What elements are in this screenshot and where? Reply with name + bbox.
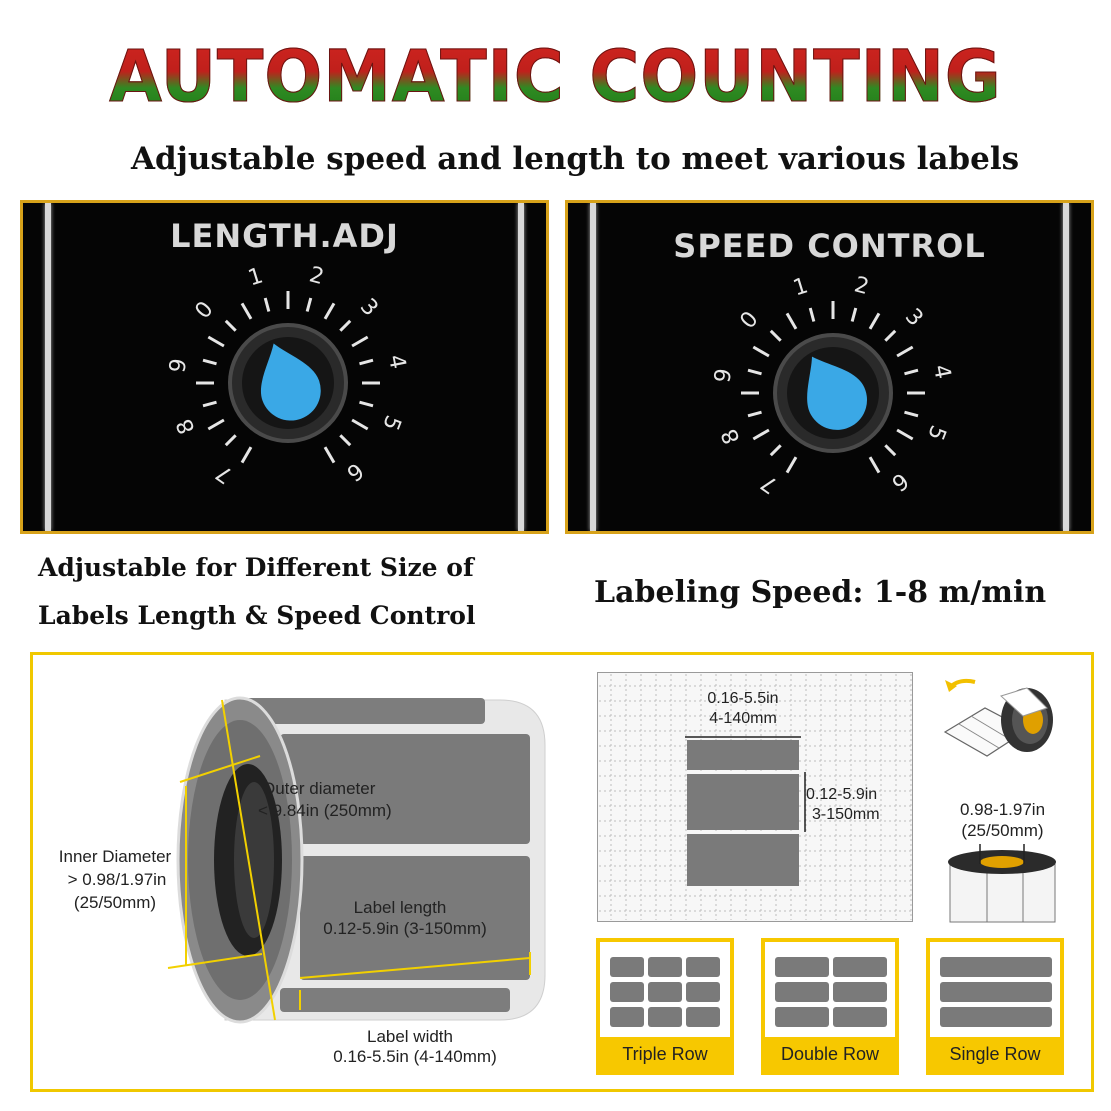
speed-control-title: SPEED CONTROL <box>673 227 986 265</box>
small-roll-illustration <box>943 678 1053 757</box>
dial-number: 8 <box>172 415 200 438</box>
dial-tick <box>323 302 336 320</box>
triple-row-option: Triple Row <box>596 938 734 1075</box>
label-width-value: 0.16-5.5in (4-140mm) <box>333 1047 497 1066</box>
dial-number: 6 <box>341 457 367 485</box>
caption-adjustable-line2: Labels Length & Speed Control <box>38 601 476 630</box>
dial-number: 3 <box>900 304 928 331</box>
dial-tick <box>263 297 271 312</box>
label-length-value: 0.12-5.9in (3-150mm) <box>323 919 487 938</box>
dial-number: 3 <box>355 294 383 321</box>
length-adj-title: LENGTH.ADJ <box>170 217 399 255</box>
dial-tick <box>808 307 816 322</box>
dial-tick <box>850 307 858 322</box>
label-width-label: Label width <box>366 1027 453 1046</box>
dial-number: 1 <box>790 273 811 301</box>
dial-tick <box>747 368 762 376</box>
dial-tick <box>884 329 897 342</box>
dial-number: 7 <box>212 459 238 488</box>
dial-tick <box>202 358 217 366</box>
dial-number: 7 <box>757 469 783 498</box>
dial-number: 0 <box>736 307 764 334</box>
dial-tick <box>339 319 352 332</box>
core-roll-illustration <box>948 844 1056 923</box>
grid-height-in: 0.12-5.9in <box>806 786 878 803</box>
dial-tick <box>240 446 253 464</box>
dial-number: 2 <box>307 262 327 290</box>
grid-width-in: 0.16-5.5in <box>707 690 779 707</box>
dial-tick <box>752 345 770 358</box>
dial-number: 4 <box>928 363 955 382</box>
caption-labeling-speed: Labeling Speed: 1-8 m/min <box>594 575 1047 610</box>
dial-tick <box>904 410 919 418</box>
dial-tick <box>896 428 914 441</box>
knob-pointer <box>807 356 867 430</box>
grid-height-mm: 3-150mm <box>812 806 880 823</box>
dial-number: 5 <box>922 422 950 444</box>
dial-tick <box>769 329 782 342</box>
single-row-option: Single Row <box>926 938 1064 1075</box>
inner-diameter-value2: (25/50mm) <box>73 893 157 912</box>
dial-tick <box>323 446 336 464</box>
speed-control-dial: 78 9 01 2 3 4 5 6 <box>710 272 955 498</box>
dial-number: 4 <box>383 353 410 372</box>
dial-tick <box>884 444 897 457</box>
triple-row-label: Triple Row <box>600 1037 730 1071</box>
dial-number: 6 <box>886 467 912 495</box>
caption-adjustable-line1: Adjustable for Different Size of <box>38 553 474 582</box>
dial-number: 9 <box>165 357 192 375</box>
dial-tick <box>305 297 313 312</box>
dial-number: 1 <box>245 263 266 291</box>
dial-number: 2 <box>852 272 872 300</box>
subheadline: Adjustable speed and length to meet vari… <box>130 141 1020 177</box>
dial-number: 8 <box>717 425 745 448</box>
dial-tick <box>351 418 369 431</box>
core-value-in: 0.98-1.97in <box>959 800 1046 819</box>
dial-tick <box>224 319 237 332</box>
outer-diameter-label: Outer diameter <box>262 779 376 798</box>
double-row-option: Double Row <box>761 938 899 1075</box>
dial-tick <box>207 335 225 348</box>
inner-diameter-label: Inner Diameter <box>58 847 172 866</box>
dial-tick <box>896 345 914 358</box>
dial-tick <box>207 418 225 431</box>
dial-tick <box>747 410 762 418</box>
label-roll-illustration <box>167 696 546 1024</box>
dial-tick <box>752 428 770 441</box>
dial-tick <box>339 434 352 447</box>
label-length-label: Label length <box>353 898 447 917</box>
length-adj-dial: 78 9 01 2 3 4 5 6 <box>165 262 410 488</box>
headline: AUTOMATIC COUNTING <box>0 35 1111 120</box>
dial-tick <box>785 456 798 474</box>
dial-tick <box>868 456 881 474</box>
dial-tick <box>359 358 374 366</box>
dial-number: 0 <box>191 297 219 324</box>
knob-pointer <box>261 343 321 421</box>
dial-tick <box>224 434 237 447</box>
dial-tick <box>769 444 782 457</box>
dial-number: 5 <box>377 412 405 434</box>
grid-width-mm: 4-140mm <box>709 710 777 727</box>
dial-tick <box>240 302 253 320</box>
single-row-label: Single Row <box>930 1037 1060 1071</box>
label-size-grid <box>597 672 913 922</box>
inner-diameter-value1: > 0.98/1.97in <box>67 870 167 889</box>
dial-tick <box>351 335 369 348</box>
double-row-label: Double Row <box>765 1037 895 1071</box>
dial-tick <box>868 312 881 330</box>
dial-tick <box>202 400 217 408</box>
outer-diameter-value: < 9.84in (250mm) <box>258 801 392 820</box>
dial-tick <box>359 400 374 408</box>
dial-tick <box>904 368 919 376</box>
dial-number: 9 <box>710 367 737 385</box>
core-value-mm: (25/50mm) <box>961 821 1044 840</box>
dial-tick <box>785 312 798 330</box>
